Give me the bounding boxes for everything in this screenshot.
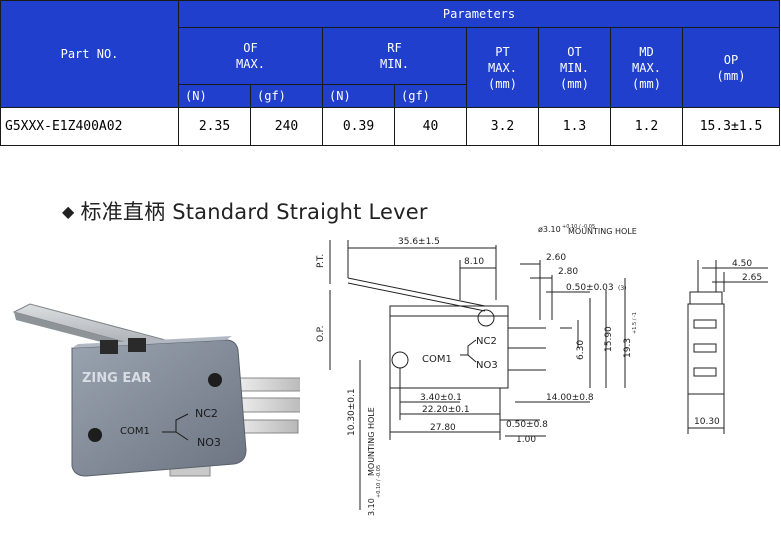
mounting-hole <box>208 373 222 387</box>
svg-text:1.00: 1.00 <box>516 435 536 445</box>
svg-text:+0.10 / -0.05: +0.10 / -0.05 <box>376 465 382 498</box>
svg-text:ø3.10: ø3.10 <box>538 225 561 234</box>
svg-text:MOUNTING HOLE: MOUNTING HOLE <box>568 227 637 236</box>
ot-cell: 1.3 <box>538 107 611 146</box>
svg-text:NO3: NO3 <box>197 436 221 449</box>
switch-body <box>71 339 247 477</box>
svg-text:NC2: NC2 <box>476 336 497 347</box>
svg-text:3.40±0.1: 3.40±0.1 <box>420 393 462 403</box>
rf-n-unit: (N) <box>322 84 395 108</box>
mounting-hole <box>88 428 102 442</box>
md-cell: 1.2 <box>610 107 683 146</box>
svg-text:MOUNTING HOLE: MOUNTING HOLE <box>367 407 376 476</box>
svg-text:COM1: COM1 <box>120 426 150 437</box>
of-gf-cell: 240 <box>250 107 323 146</box>
pt-cell: 3.2 <box>466 107 539 146</box>
parameters-header: Parameters <box>178 0 780 28</box>
product-caption: ◆ 标准直柄 Standard Straight Lever <box>62 196 428 226</box>
part-no-header: Part NO. <box>0 0 179 108</box>
svg-text:6.30: 6.30 <box>576 340 586 360</box>
terminal-nc <box>233 397 300 413</box>
svg-text:8.10: 8.10 <box>464 257 484 267</box>
svg-text:COM1: COM1 <box>422 354 452 365</box>
svg-text:(3): (3) <box>618 285 627 292</box>
svg-text:0.50±0.03: 0.50±0.03 <box>566 283 614 293</box>
svg-text:2.65: 2.65 <box>742 273 762 283</box>
of-gf-unit: (gf) <box>250 84 323 108</box>
caption-english: Standard Straight Lever <box>172 200 428 224</box>
svg-text:2.80: 2.80 <box>558 267 578 277</box>
of-n-unit: (N) <box>178 84 251 108</box>
svg-text:10.30±0.1: 10.30±0.1 <box>347 388 357 436</box>
diamond-bullet-icon: ◆ <box>62 202 75 221</box>
svg-text:+1.5 / -1: +1.5 / -1 <box>632 312 638 334</box>
rf-gf-unit: (gf) <box>394 84 467 108</box>
op-cell: 15.3±1.5 <box>682 107 780 146</box>
svg-text:15.90: 15.90 <box>604 326 614 352</box>
dimension-drawing: P.T. O.P. 35.6±1.5 8.10 ø3.10 +0.10 / -0… <box>316 224 638 516</box>
svg-text:27.80: 27.80 <box>430 423 456 433</box>
svg-text:3.10: 3.10 <box>367 498 376 516</box>
svg-text:2.60: 2.60 <box>546 253 566 263</box>
svg-text:35.6±1.5: 35.6±1.5 <box>398 237 440 247</box>
rf-n-cell: 0.39 <box>322 107 395 146</box>
svg-text:14.00±0.8: 14.00±0.8 <box>546 393 594 403</box>
svg-text:NO3: NO3 <box>476 360 498 371</box>
side-view-drawing: 4.50 2.65 10.30 <box>687 259 768 434</box>
part-number-cell: G5XXX-E1Z400A02 <box>0 107 179 146</box>
rf-gf-cell: 40 <box>394 107 467 146</box>
svg-text:19.3: 19.3 <box>623 338 633 358</box>
switch-photo: ZING EAR COM1 NC2 NO3 <box>12 303 300 477</box>
svg-text:22.20±0.1: 22.20±0.1 <box>422 405 470 415</box>
of-n-cell: 2.35 <box>178 107 251 146</box>
svg-text:0.50±0.8: 0.50±0.8 <box>506 420 548 430</box>
op-header: OP(mm) <box>682 27 780 108</box>
terminal-no <box>233 377 300 392</box>
svg-text:+0.10 / -0.05: +0.10 / -0.05 <box>562 224 595 230</box>
caption-chinese: 标准直柄 <box>80 200 166 224</box>
svg-text:10.30: 10.30 <box>694 417 720 427</box>
svg-text:NC2: NC2 <box>195 407 218 420</box>
table-row: G5XXX-E1Z400A02 2.35 240 0.39 40 3.2 1.3… <box>0 107 780 146</box>
brand-logo: ZING EAR <box>82 371 151 386</box>
svg-text:O.P.: O.P. <box>316 326 326 342</box>
svg-text:4.50: 4.50 <box>732 259 752 269</box>
svg-text:P.T.: P.T. <box>316 254 326 268</box>
